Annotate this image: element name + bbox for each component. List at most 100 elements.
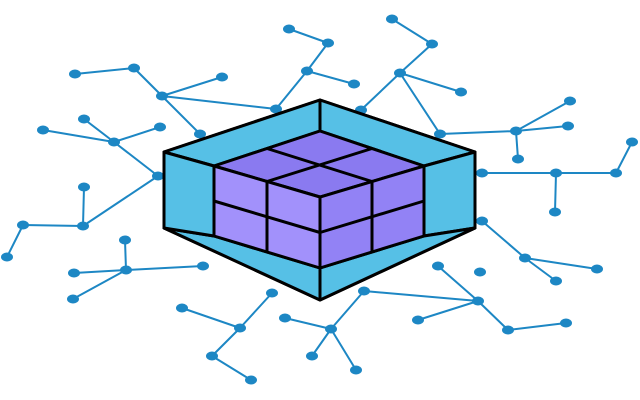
network-edge — [330, 328, 357, 371]
network-edge — [515, 130, 519, 160]
network-edge — [437, 265, 479, 302]
network-edge — [306, 42, 329, 72]
network-edge — [311, 328, 332, 357]
network-node — [68, 268, 80, 278]
network-node — [386, 14, 398, 24]
network-edge — [211, 355, 252, 381]
network-edge — [284, 317, 332, 330]
network-node — [358, 286, 370, 296]
network-edge — [306, 70, 355, 85]
network-edge — [554, 172, 557, 213]
network-node — [78, 182, 90, 192]
network-node — [37, 125, 49, 135]
network-node — [560, 318, 572, 328]
network-edge — [211, 327, 241, 357]
network-node — [306, 351, 318, 361]
network-node — [78, 114, 90, 124]
network-node — [270, 104, 282, 114]
network-edge — [330, 290, 365, 330]
cube-divider-line — [319, 199, 425, 234]
network-node — [550, 276, 562, 286]
network-node — [562, 121, 574, 131]
network-edge — [42, 129, 115, 143]
network-node — [626, 137, 638, 147]
box-frame-panel — [422, 150, 477, 238]
network-node — [610, 168, 622, 178]
network-node — [432, 261, 444, 271]
network-node — [206, 351, 218, 361]
network-node — [502, 325, 514, 335]
network-node — [519, 253, 531, 263]
network-node — [119, 235, 131, 245]
network-node — [301, 66, 313, 76]
network-node — [108, 137, 120, 147]
network-node — [348, 79, 360, 89]
network-node — [549, 207, 561, 217]
network-node — [120, 265, 132, 275]
network-node — [77, 221, 89, 231]
network-node — [434, 129, 446, 139]
network-edge — [515, 125, 569, 132]
network-edge — [73, 269, 127, 274]
network-node — [322, 38, 334, 48]
network-node — [266, 288, 278, 298]
network-node — [279, 313, 291, 323]
network-edge — [615, 141, 633, 174]
network-node — [69, 69, 81, 79]
network-edge — [113, 126, 161, 143]
network-node — [156, 91, 168, 101]
network-edge — [82, 186, 85, 227]
network-edge — [507, 322, 567, 331]
network-edge — [360, 72, 401, 111]
network-edge — [74, 67, 135, 75]
network-edge — [82, 175, 159, 227]
network-node — [152, 171, 164, 181]
package-box-icon — [162, 98, 477, 302]
network-node — [476, 168, 488, 178]
network-node — [455, 87, 467, 97]
network-nodes — [1, 14, 638, 385]
network-node — [591, 264, 603, 274]
network-node — [412, 315, 424, 325]
network-node — [472, 296, 484, 306]
network-edge — [363, 290, 479, 302]
network-edge — [133, 67, 163, 97]
network-node — [1, 252, 13, 262]
network-edge — [481, 220, 526, 259]
network-node — [550, 168, 562, 178]
network-node — [197, 261, 209, 271]
network-edge — [399, 43, 433, 74]
network-node — [154, 122, 166, 132]
network-node — [176, 303, 188, 313]
network-edge — [83, 118, 115, 143]
network-node — [245, 375, 257, 385]
network-node — [128, 63, 140, 73]
network-edge — [524, 257, 598, 270]
cube-divider-line — [213, 199, 321, 234]
network-edge — [288, 28, 329, 44]
network-edge — [161, 95, 277, 110]
network-node — [67, 294, 79, 304]
network-edge — [275, 70, 308, 110]
network-edge — [391, 18, 433, 45]
network-edge — [181, 307, 241, 329]
network-node — [510, 126, 522, 136]
network-edge — [399, 72, 441, 135]
network-edge — [124, 239, 127, 271]
network-edge — [477, 300, 509, 331]
network-node — [426, 39, 438, 49]
network-edge — [125, 265, 204, 271]
network-edge — [72, 269, 127, 300]
network-node — [474, 267, 486, 277]
network-node — [325, 324, 337, 334]
network-node — [216, 72, 228, 82]
network-edge — [439, 130, 517, 135]
network-node — [234, 323, 246, 333]
network-node — [194, 129, 206, 139]
network-node — [564, 96, 576, 106]
network-node — [512, 154, 524, 164]
network-node — [394, 68, 406, 78]
cube-divider-line — [266, 147, 373, 183]
network-edge — [113, 141, 159, 177]
